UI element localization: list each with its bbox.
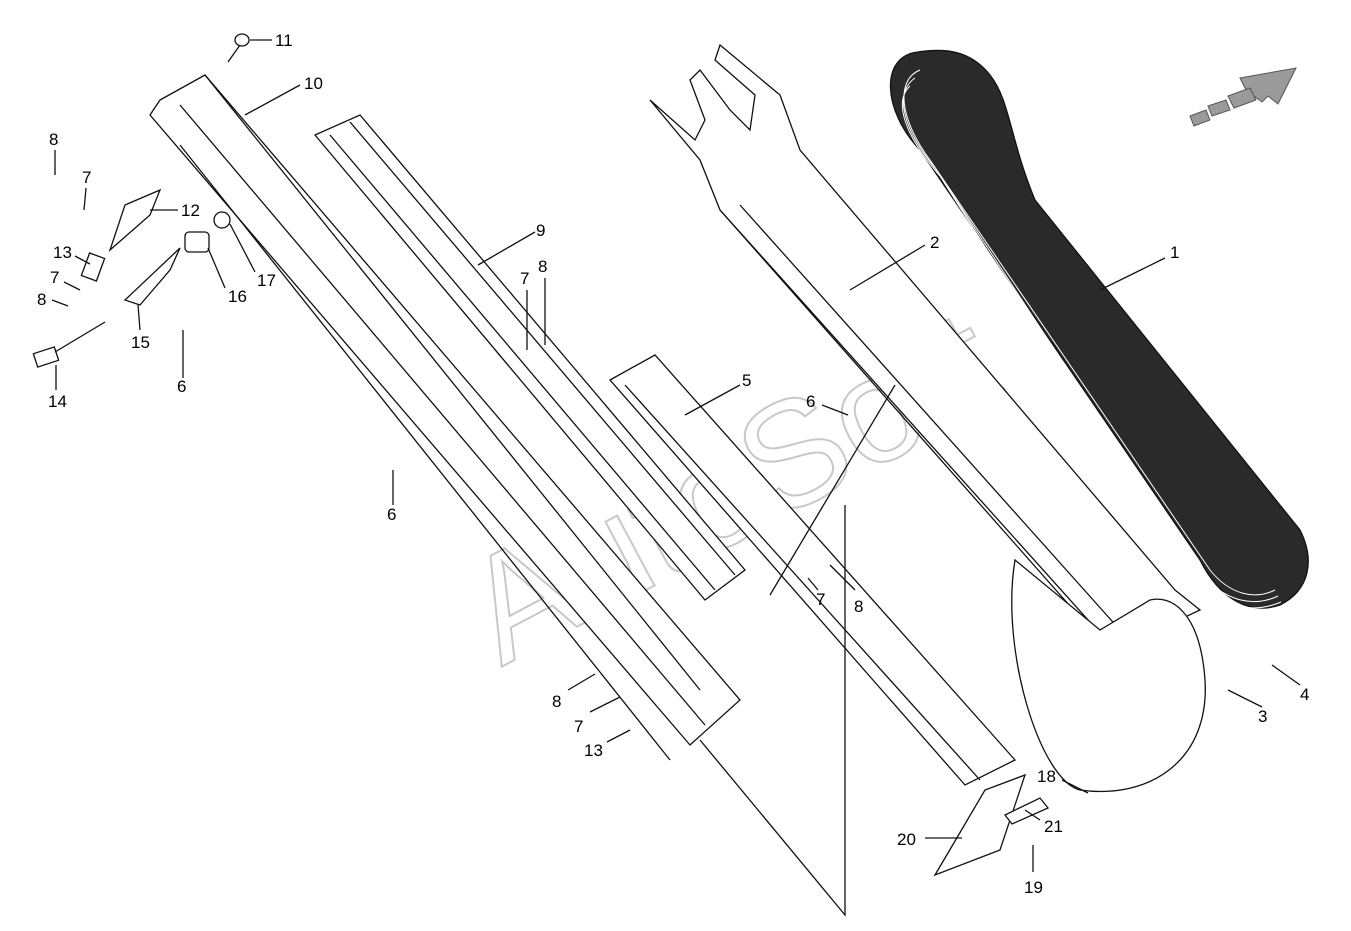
svg-text:6: 6 <box>177 377 186 396</box>
callout-13a: 13 <box>53 243 91 265</box>
bracket-part-15 <box>123 247 181 306</box>
callout-11: 11 <box>250 31 293 50</box>
svg-text:4: 4 <box>1300 685 1309 704</box>
direction-arrow-icon <box>1189 67 1297 127</box>
spring-part-13 <box>80 252 106 282</box>
svg-text:1: 1 <box>1170 243 1179 262</box>
svg-text:6: 6 <box>387 505 396 524</box>
svg-text:7: 7 <box>50 268 59 287</box>
svg-text:6: 6 <box>806 392 815 411</box>
end-plate-part-20 <box>933 773 1027 877</box>
bolt-part-14 <box>32 321 106 368</box>
callout-4: 4 <box>1271 664 1309 704</box>
callout-7c: 7 <box>520 269 529 350</box>
callout-3: 3 <box>1227 689 1267 726</box>
callout-9: 9 <box>477 221 545 266</box>
lower-channel-part-5 <box>608 354 1017 786</box>
callout-8e: 8 <box>552 673 596 711</box>
main-rail-part-10 <box>149 74 741 761</box>
svg-text:11: 11 <box>275 31 293 50</box>
svg-text:5: 5 <box>742 371 751 390</box>
callout-14: 14 <box>48 365 67 411</box>
svg-text:17: 17 <box>257 271 276 290</box>
belt-part-1 <box>889 49 1309 609</box>
svg-text:8: 8 <box>37 290 46 309</box>
callout-13b: 13 <box>584 729 631 760</box>
callout-5: 5 <box>684 371 751 416</box>
svg-text:19: 19 <box>1024 878 1043 897</box>
callout-7a: 7 <box>82 168 91 211</box>
svg-text:2: 2 <box>930 233 939 252</box>
callout-8d: 8 <box>829 564 863 616</box>
svg-text:8: 8 <box>552 692 561 711</box>
svg-text:7: 7 <box>82 168 91 187</box>
callout-6b: 6 <box>387 470 396 524</box>
svg-text:13: 13 <box>584 741 603 760</box>
spacer-part-16 <box>184 231 210 253</box>
svg-text:16: 16 <box>228 287 247 306</box>
svg-text:8: 8 <box>854 597 863 616</box>
callout-6a: 6 <box>177 330 186 396</box>
svg-text:8: 8 <box>49 130 58 149</box>
chute-cover-part-2 <box>649 43 1206 793</box>
svg-text:14: 14 <box>48 392 67 411</box>
svg-text:3: 3 <box>1258 707 1267 726</box>
callout-10: 10 <box>244 74 323 116</box>
callout-17: 17 <box>229 223 276 290</box>
callout-8b: 8 <box>37 290 69 309</box>
screw-part-11 <box>227 33 250 63</box>
callout-7b: 7 <box>50 268 81 291</box>
callout-6c: 6 <box>806 392 849 416</box>
svg-text:10: 10 <box>304 74 323 93</box>
nut-part-17 <box>213 211 231 229</box>
callout-21: 21 <box>1024 809 1063 836</box>
callout-20: 20 <box>897 830 962 849</box>
svg-text:13: 13 <box>53 243 72 262</box>
svg-text:7: 7 <box>816 590 825 609</box>
callout-2: 2 <box>849 233 939 291</box>
callout-7d: 7 <box>807 577 825 609</box>
svg-text:9: 9 <box>536 221 545 240</box>
callout-12: 12 <box>150 201 200 220</box>
svg-text:7: 7 <box>520 269 529 288</box>
svg-text:12: 12 <box>181 201 200 220</box>
svg-text:15: 15 <box>131 333 150 352</box>
svg-text:7: 7 <box>574 717 583 736</box>
callout-16: 16 <box>207 247 247 306</box>
callout-8c: 8 <box>538 257 547 345</box>
guard-plate <box>699 384 896 917</box>
svg-text:8: 8 <box>538 257 547 276</box>
callout-15: 15 <box>131 304 150 352</box>
bracket-part-12 <box>108 188 162 253</box>
callout-19: 19 <box>1024 845 1043 897</box>
callout-18: 18 <box>1037 767 1089 794</box>
callout-7e: 7 <box>574 696 621 736</box>
svg-text:18: 18 <box>1037 767 1056 786</box>
inner-channel-part-9 <box>313 114 746 601</box>
svg-text:21: 21 <box>1044 817 1063 836</box>
callout-8a: 8 <box>49 130 58 175</box>
callout-1: 1 <box>1099 243 1179 291</box>
svg-text:20: 20 <box>897 830 916 849</box>
